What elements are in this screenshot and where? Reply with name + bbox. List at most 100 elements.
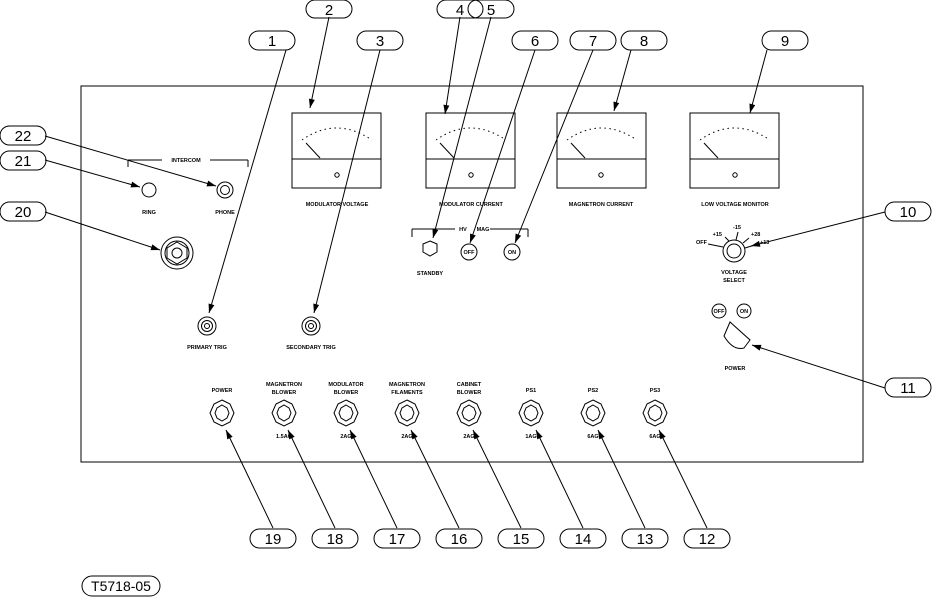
magnetron-current-meter <box>556 112 647 189</box>
hv-on-label: ON <box>508 250 516 256</box>
fuse-modulator-blower-label: MODULATOR <box>328 382 363 388</box>
panel-labels: INTERCOM RING PHONE MODULATOR VOLTAGE MO… <box>142 158 769 372</box>
callout-numbers: 1 2 3 4 5 6 7 8 9 10 11 12 13 14 15 16 1… <box>15 2 917 594</box>
callout-bubble-22 <box>0 125 47 146</box>
low-voltage-monitor-label: LOW VOLTAGE MONITOR <box>701 202 769 208</box>
leader-lines <box>44 16 886 529</box>
fuse-modulator-blower-label2: BLOWER <box>334 390 358 396</box>
modulator-current-label: MODULATOR CURRENT <box>439 202 503 208</box>
fuse-magnetron-filaments-label: MAGNETRON <box>389 382 425 388</box>
callout-9: 9 <box>781 33 789 50</box>
callout-bubble-20 <box>0 201 47 222</box>
callout-13: 13 <box>637 531 654 548</box>
callout-20: 20 <box>15 204 32 221</box>
fuse-power[interactable] <box>209 399 235 427</box>
callout-bubble-13 <box>621 528 669 549</box>
hv-mag-bracket <box>411 228 529 237</box>
fuse-magnetron-blower[interactable] <box>271 399 297 427</box>
callout-bubble-19 <box>249 528 297 549</box>
callout-bubble-1 <box>248 30 296 51</box>
fuse-ps3-label: PS3 <box>650 388 660 394</box>
callout-15: 15 <box>513 531 530 548</box>
fuse-ps2-rating: 6AG <box>587 434 598 440</box>
callout-14: 14 <box>575 531 592 548</box>
power-off-button[interactable] <box>711 303 727 319</box>
fuse-magnetron-filaments[interactable] <box>394 399 420 427</box>
hv-group-label: HV <box>459 227 467 233</box>
ring-button[interactable] <box>141 182 157 198</box>
fuse-ps2-label: PS2 <box>588 388 598 394</box>
power-label: POWER <box>725 366 746 372</box>
modulator-current-meter <box>425 112 516 189</box>
fuse-ps3[interactable] <box>642 399 668 427</box>
power-on-button[interactable] <box>736 303 752 319</box>
callout-11: 11 <box>900 380 916 397</box>
voltage-label: VOLTAGE <box>721 270 747 276</box>
voltage-plus28-label: +28 <box>751 232 760 238</box>
fuse-cabinet-blower[interactable] <box>456 399 482 427</box>
callout-bubble-5 <box>467 0 515 19</box>
fuse-labels: POWER MAGNETRON BLOWER 1.5AG MODULATOR B… <box>212 382 661 440</box>
callout-19: 19 <box>265 531 282 548</box>
phone-label: PHONE <box>215 210 235 216</box>
fuse-modulator-blower[interactable] <box>333 399 359 427</box>
callout-bubble-18 <box>311 528 359 549</box>
connector-20[interactable] <box>160 236 194 270</box>
callout-17: 17 <box>389 531 406 548</box>
callout-bubble-2 <box>305 0 353 19</box>
standby-switch[interactable] <box>422 240 438 257</box>
power-switch-handle[interactable] <box>723 321 751 349</box>
hv-off-label: OFF <box>464 250 476 256</box>
primary-trig-jack[interactable] <box>197 316 217 336</box>
callout-22: 22 <box>15 128 32 145</box>
fuse-ps2[interactable] <box>580 399 606 427</box>
callout-18: 18 <box>327 531 344 548</box>
fuse-ps1-rating: 1AG <box>525 434 536 440</box>
modulator-voltage-label: MODULATOR VOLTAGE <box>306 202 369 208</box>
callout-1: 1 <box>268 33 276 50</box>
ring-label: RING <box>142 210 156 216</box>
callout-5: 5 <box>487 2 495 19</box>
callout-3: 3 <box>376 33 384 50</box>
secondary-trig-jack[interactable] <box>301 316 321 336</box>
fuse-modulator-blower-rating: 2AG <box>340 434 351 440</box>
callout-bubbles <box>0 0 932 597</box>
fuse-ps1-label: PS1 <box>526 388 536 394</box>
voltage-plus15-label: +15 <box>713 232 722 238</box>
callout-12: 12 <box>699 531 716 548</box>
fuse-magnetron-blower-label2: BLOWER <box>272 390 296 396</box>
hv-off-button[interactable] <box>460 243 478 261</box>
low-voltage-monitor-meter <box>689 112 780 189</box>
modulator-voltage-meter <box>291 112 382 189</box>
callout-bubble-14 <box>559 528 607 549</box>
fuse-magnetron-blower-label: MAGNETRON <box>266 382 302 388</box>
figure-id-bubble <box>81 575 161 597</box>
front-panel-outline <box>80 85 864 463</box>
callout-bubble-10 <box>884 201 932 222</box>
arrowheads <box>130 98 762 440</box>
select-label: SELECT <box>723 278 745 284</box>
callout-8: 8 <box>640 33 648 50</box>
fuse-cabinet-blower-label2: BLOWER <box>457 390 481 396</box>
intercom-group <box>127 159 249 167</box>
callout-bubble-9 <box>761 30 809 51</box>
callout-4: 4 <box>456 2 464 19</box>
fuse-ps1[interactable] <box>518 399 544 427</box>
callout-2: 2 <box>325 2 333 19</box>
callout-bubble-12 <box>683 528 731 549</box>
phone-jack[interactable] <box>216 181 234 199</box>
voltage-minus15-label: -15 <box>733 225 741 231</box>
primary-trig-label: PRIMARY TRIG <box>187 345 227 351</box>
callout-bubble-11 <box>884 377 932 398</box>
callout-bubble-8 <box>620 30 668 51</box>
fuse-cabinet-blower-label: CABINET <box>457 382 482 388</box>
callout-bubble-21 <box>0 150 47 171</box>
hv-on-button[interactable] <box>503 243 521 261</box>
magnetron-current-label: MAGNETRON CURRENT <box>569 202 634 208</box>
secondary-trig-label: SECONDARY TRIG <box>286 345 336 351</box>
callout-bubble-6 <box>511 30 559 51</box>
callout-bubble-4 <box>436 0 484 19</box>
callout-16: 16 <box>451 531 468 548</box>
callout-21: 21 <box>15 153 32 170</box>
callout-bubble-7 <box>569 30 617 51</box>
